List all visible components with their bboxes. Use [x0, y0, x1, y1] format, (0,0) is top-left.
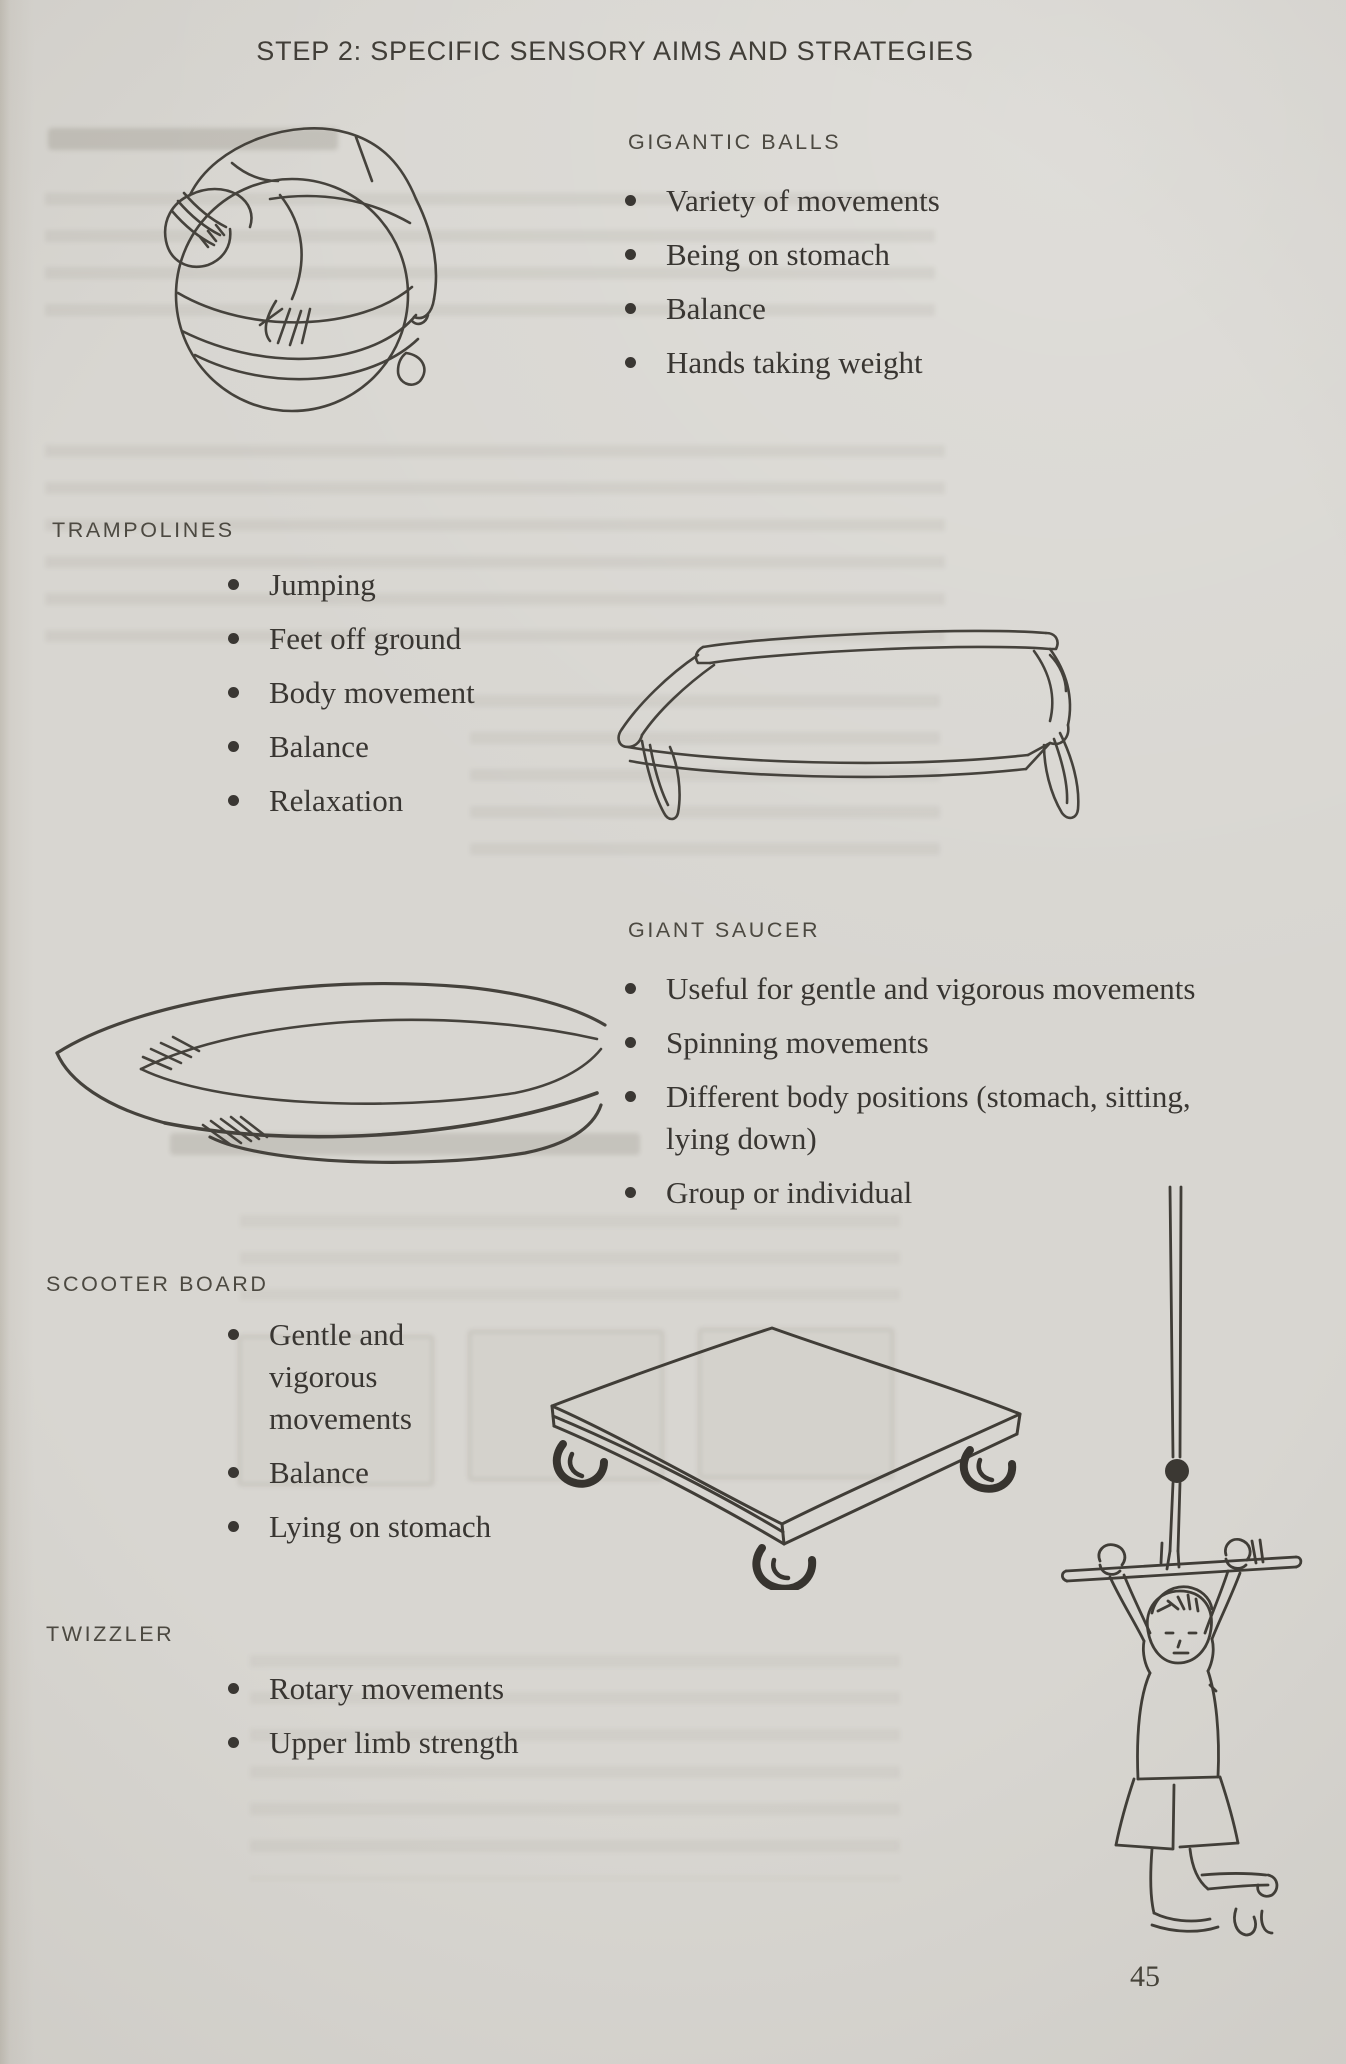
bullet-dot-icon	[228, 1467, 239, 1478]
page-number: 45	[1130, 1960, 1160, 1993]
bullet-dot-icon	[625, 1037, 636, 1048]
section-heading-scooter-board: SCOOTER BOARD	[46, 1272, 269, 1296]
child-on-gigantic-ball-illustration	[120, 103, 465, 418]
gigantic-balls-list: Variety of movements Being on stomach Ba…	[622, 180, 1042, 396]
page-title: STEP 2: SPECIFIC SENSORY AIMS AND STRATE…	[256, 36, 974, 66]
list-item: Relaxation	[225, 780, 605, 822]
list-item: Gentle and vigorous movements	[225, 1314, 421, 1440]
list-item: Rotary movements	[225, 1668, 645, 1710]
bullet-dot-icon	[228, 795, 239, 806]
bullet-dot-icon	[625, 303, 636, 314]
list-item: Useful for gentle and vigorous movements	[622, 968, 1212, 1010]
bullet-dot-icon	[228, 687, 239, 698]
bullet-dot-icon	[228, 633, 239, 644]
giant-saucer-list: Useful for gentle and vigorous movements…	[622, 968, 1212, 1226]
bullet-dot-icon	[228, 1521, 239, 1532]
bullet-dot-icon	[625, 357, 636, 368]
bullet-dot-icon	[228, 1329, 239, 1340]
bullet-dot-icon	[625, 195, 636, 206]
section-heading-gigantic-balls: GIGANTIC BALLS	[628, 130, 842, 154]
list-item: Variety of movements	[622, 180, 1042, 222]
list-item: Feet off ground	[225, 618, 605, 660]
bullet-dot-icon	[625, 983, 636, 994]
list-item: Different body positions (stomach, sitti…	[622, 1076, 1212, 1160]
giant-saucer-illustration	[45, 965, 610, 1190]
list-item: Upper limb strength	[225, 1722, 645, 1764]
list-item: Being on stomach	[622, 234, 1042, 276]
bullet-dot-icon	[228, 1683, 239, 1694]
scooter-board-list: Gentle and vigorous movements Balance Ly…	[225, 1314, 605, 1560]
bullet-dot-icon	[228, 579, 239, 590]
list-item: Hands taking weight	[622, 342, 1042, 384]
list-item: Spinning movements	[622, 1022, 1212, 1064]
list-item: Group or individual	[622, 1172, 1212, 1214]
twizzler-list: Rotary movements Upper limb strength	[225, 1668, 645, 1776]
list-item: Body movement	[225, 672, 605, 714]
list-item: Balance	[225, 726, 605, 768]
list-item: Lying on stomach	[225, 1506, 605, 1548]
section-heading-twizzler: TWIZZLER	[46, 1622, 175, 1646]
child-hanging-from-twizzler-illustration	[1040, 1185, 1340, 1950]
list-item: Balance	[225, 1452, 605, 1494]
section-heading-trampolines: TRAMPOLINES	[52, 518, 235, 542]
list-item: Jumping	[225, 564, 605, 606]
bullet-dot-icon	[625, 249, 636, 260]
trampoline-illustration	[598, 605, 1138, 880]
bullet-dot-icon	[625, 1091, 636, 1102]
bullet-dot-icon	[625, 1187, 636, 1198]
trampolines-list: Jumping Feet off ground Body movement Ba…	[225, 564, 605, 834]
list-item: Balance	[622, 288, 1042, 330]
bullet-dot-icon	[228, 1737, 239, 1748]
bullet-dot-icon	[228, 741, 239, 752]
scooter-board-illustration	[420, 1318, 1040, 1590]
section-heading-giant-saucer: GIANT SAUCER	[628, 918, 821, 942]
